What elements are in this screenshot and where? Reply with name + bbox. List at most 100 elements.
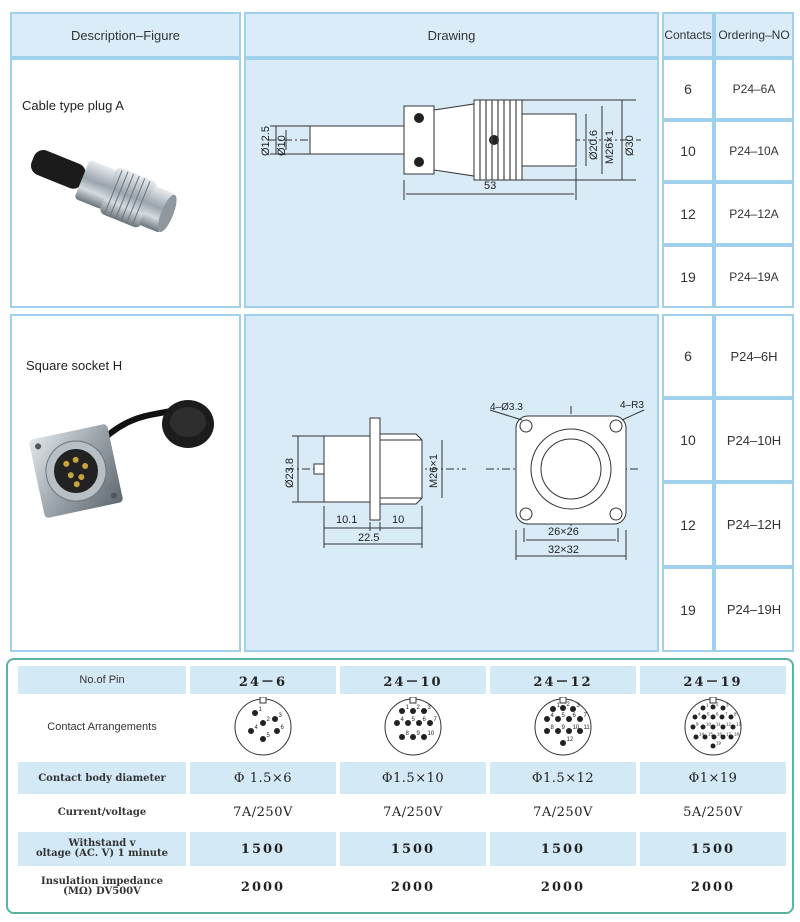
contact-number: 4 [698,712,701,717]
spec-label-withstand-1: Withstand v [68,838,136,849]
dim-d238: Ø23.8 [284,458,296,488]
contact-number: 9 [696,722,699,727]
insulation-24-10: 2000 [390,879,436,895]
diameter-24-6: Φ 1.5×6 [190,762,336,794]
dim-225: 22.5 [358,532,380,544]
contact-dot [252,710,258,716]
contact-number: 4 [551,713,555,719]
dim-d206: Ø20.6 [588,130,600,160]
contact-number: 5 [412,717,416,723]
socket-technical-drawing [286,406,645,560]
spec-label-withstand: Withstand v oltage (AC. V) 1 minute [18,832,186,866]
contact-dot [560,740,566,746]
contact-number: 6 [423,717,427,723]
socket-description-cell: Square socket H [10,314,241,652]
contact-number: 8 [551,725,555,731]
contact-dot [410,708,416,714]
dim-d10: Ø10 [276,135,288,156]
contact-dot [720,734,726,740]
contact-number: 19 [716,741,722,746]
contact-number: 1 [406,705,410,711]
contact-dot [719,714,725,720]
contact-dot [544,716,550,722]
contact-dot [427,720,433,726]
contact-number: 10 [573,725,580,731]
dim-32x32: 32×32 [548,544,579,556]
socket-contacts-10: 10 [662,398,714,482]
contact-dot [555,728,561,734]
plug-order-6: P24–6A [714,58,794,120]
contact-dot [566,716,572,722]
contact-dot [728,734,734,740]
contact-dot [399,734,405,740]
current-24-6: 7A/250V [233,804,293,820]
spec-label-arrangement: Contact Arrangements [47,721,157,733]
spec-row-current: Current/voltage 7A/250V 7A/250V 7A/250V … [18,796,796,828]
dim-length: 53 [484,180,497,192]
plug-photo [30,150,177,233]
socket-contacts-6: 6 [662,314,714,398]
dim-d30: Ø30 [624,135,636,156]
spec-row-diameter: Contact body diameter Φ 1.5×6 Φ1.5×10 Φ1… [18,762,796,794]
contact-dot [700,724,706,730]
contact-number: 13 [736,722,742,727]
contact-number: 6 [573,713,577,719]
contact-number: 2 [716,702,719,707]
dim-socket-m26: M26×1 [428,454,440,488]
contact-number: 3 [726,703,729,708]
contact-dot [692,714,698,720]
withstand-24-6: 1500 [190,832,336,866]
contact-dot [710,714,716,720]
diameter-24-19: Φ1×19 [640,762,786,794]
socket-contacts-12: 12 [662,482,714,567]
contact-dot [260,720,266,726]
contact-dot [405,720,411,726]
contact-dot [701,714,707,720]
contact-number: 1 [706,703,709,708]
contact-number: 6 [716,712,719,717]
contact-dot [728,714,734,720]
dim-10: 10 [392,514,405,526]
contact-dot [730,724,736,730]
contact-number: 11 [716,722,721,727]
contact-number: 11 [584,725,591,731]
contact-number: 10 [428,731,435,737]
socket-photo [29,400,214,518]
pin-24-19: 24－19 [640,666,786,694]
socket-label: Square socket H [26,358,123,373]
contact-dot [693,734,699,740]
plug-order-10: P24–10A [714,120,794,182]
contact-number: 5 [267,733,271,739]
contact-dot [544,728,550,734]
contact-number: 2 [567,702,571,708]
header-ordering: Ordering–NO [714,12,794,58]
contact-number: 7 [434,717,438,723]
header-description: Description–Figure [10,12,241,58]
spec-label-current: Current/voltage [57,806,147,818]
spec-row-pin: No.of Pin 24－6 24－10 24－12 24－19 [18,666,796,694]
contact-number: 15 [708,732,714,737]
contact-dot [272,716,278,722]
contact-number: 5 [562,713,566,719]
contact-dot [577,728,583,734]
pin-24-12: 24－12 [490,666,636,694]
contact-dot [710,743,716,749]
contact-number: 14 [699,732,705,737]
contact-dot [421,734,427,740]
contact-dot [702,734,708,740]
contact-number: 9 [562,725,566,731]
contact-number: 18 [734,732,740,737]
plug-label: Cable type plug A [22,98,124,113]
contact-dot [577,716,583,722]
socket-order-12: P24–12H [714,482,794,567]
contact-dot [710,724,716,730]
contact-dot [690,724,696,730]
insulation-24-6: 2000 [240,879,286,895]
contact-dot [260,736,266,742]
contact-dot [570,706,576,712]
contact-number: 2 [267,717,271,723]
